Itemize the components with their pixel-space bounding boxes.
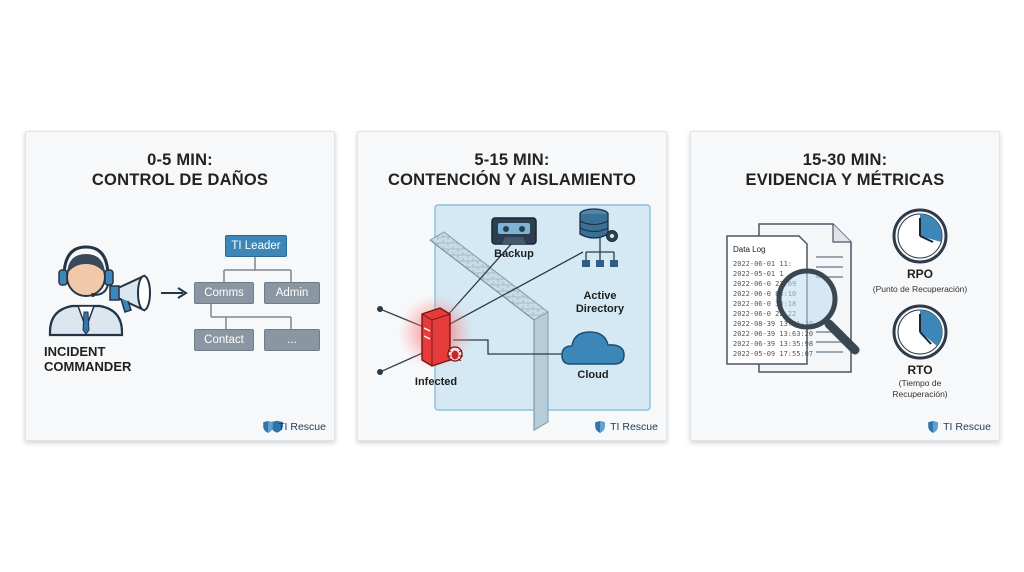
firewall-icon bbox=[429, 231, 549, 431]
rto-label: RTO bbox=[907, 363, 933, 377]
shield-logo-icon bbox=[263, 421, 273, 433]
panel-title: 15-30 MIN: EVIDENCIA Y MÉTRICAS bbox=[745, 151, 945, 189]
log-line: 2022-06-0 27:09 bbox=[733, 280, 796, 288]
panel-containment: 5-15 MIN: CONTENCIÓN Y AISLAMIENTO bbox=[357, 131, 667, 441]
infected-label: Infected bbox=[414, 376, 458, 388]
magnifier-icon bbox=[776, 268, 860, 355]
bug-icon bbox=[447, 346, 463, 362]
org-box-admin: Admin bbox=[264, 282, 320, 304]
database-gear-icon bbox=[579, 208, 618, 242]
cloud-icon bbox=[561, 331, 625, 365]
log-lines: 2022-06-01 11: 2022-05-01 1 2022-06-0 27… bbox=[733, 260, 813, 358]
rto-subtitle: (Tiempo de Recuperación) bbox=[892, 378, 948, 399]
commander-illustration bbox=[48, 245, 292, 433]
shield-logo-icon bbox=[595, 421, 605, 433]
rpo-label: RPO bbox=[906, 267, 933, 281]
cassette-icon bbox=[491, 217, 537, 245]
log-line: 2022-05-09 17:55:07 bbox=[733, 350, 813, 358]
log-line: 2022-06-39 13:35:98 bbox=[733, 340, 813, 348]
log-line: 2022-08-39 13:51:30 bbox=[733, 320, 813, 328]
org-box-leader: TI Leader bbox=[225, 235, 287, 257]
backup-label: Backup bbox=[494, 248, 534, 260]
server-icon bbox=[421, 307, 451, 367]
org-box-comms: Comms bbox=[194, 282, 254, 304]
containment-illustration bbox=[377, 204, 651, 431]
clock-icon bbox=[892, 208, 948, 264]
brand-mark: TI Rescue bbox=[927, 421, 991, 433]
log-line: 2022-06-01 11: bbox=[733, 260, 792, 268]
org-box-contact: Contact bbox=[194, 329, 254, 351]
commander-label: INCIDENT COMMANDER bbox=[44, 344, 132, 374]
arrow-icon bbox=[161, 287, 188, 299]
network-tree-icon bbox=[582, 260, 618, 267]
cloud-label: Cloud bbox=[577, 369, 609, 381]
log-line: 2022-06-39 13:63:20 bbox=[733, 330, 813, 338]
panel-evidence-metrics: 15-30 MIN: EVIDENCIA Y MÉTRICAS Data Log… bbox=[690, 131, 1000, 441]
org-connectors bbox=[210, 256, 292, 329]
active-directory-label: Active Directory bbox=[575, 290, 625, 315]
shield-logo-icon bbox=[928, 421, 938, 433]
clock-icon bbox=[892, 304, 948, 360]
panel-title: 5-15 MIN: CONTENCIÓN Y AISLAMIENTO bbox=[387, 151, 637, 189]
headset-person-icon bbox=[48, 245, 124, 337]
log-line: 2022-06-0 83:10 bbox=[733, 290, 796, 298]
rpo-subtitle: (Punto de Recuperación) bbox=[872, 284, 968, 294]
node-dot bbox=[377, 369, 383, 375]
panel-title: 0-5 MIN: CONTROL DE DAÑOS bbox=[91, 151, 269, 189]
log-title: Data Log bbox=[733, 245, 765, 254]
log-line: 2022-06-0 39:18 bbox=[733, 300, 796, 308]
brand-mark: TI Rescue bbox=[262, 421, 326, 433]
shield-logo-icon bbox=[271, 420, 283, 433]
evidence-illustration: Data Log 2022-06-01 11: 2022-05-01 1 202… bbox=[726, 208, 948, 373]
brand-mark: TI Rescue bbox=[594, 421, 658, 433]
panel-damage-control: 0-5 MIN: CONTROL DE DAÑOS bbox=[25, 131, 335, 441]
log-line: 2022-05-01 1 bbox=[733, 270, 784, 278]
log-line: 2022-06-0 22:22 bbox=[733, 310, 796, 318]
node-dot bbox=[377, 306, 383, 312]
megaphone-icon bbox=[109, 274, 151, 313]
org-box-more: ... bbox=[264, 329, 320, 351]
